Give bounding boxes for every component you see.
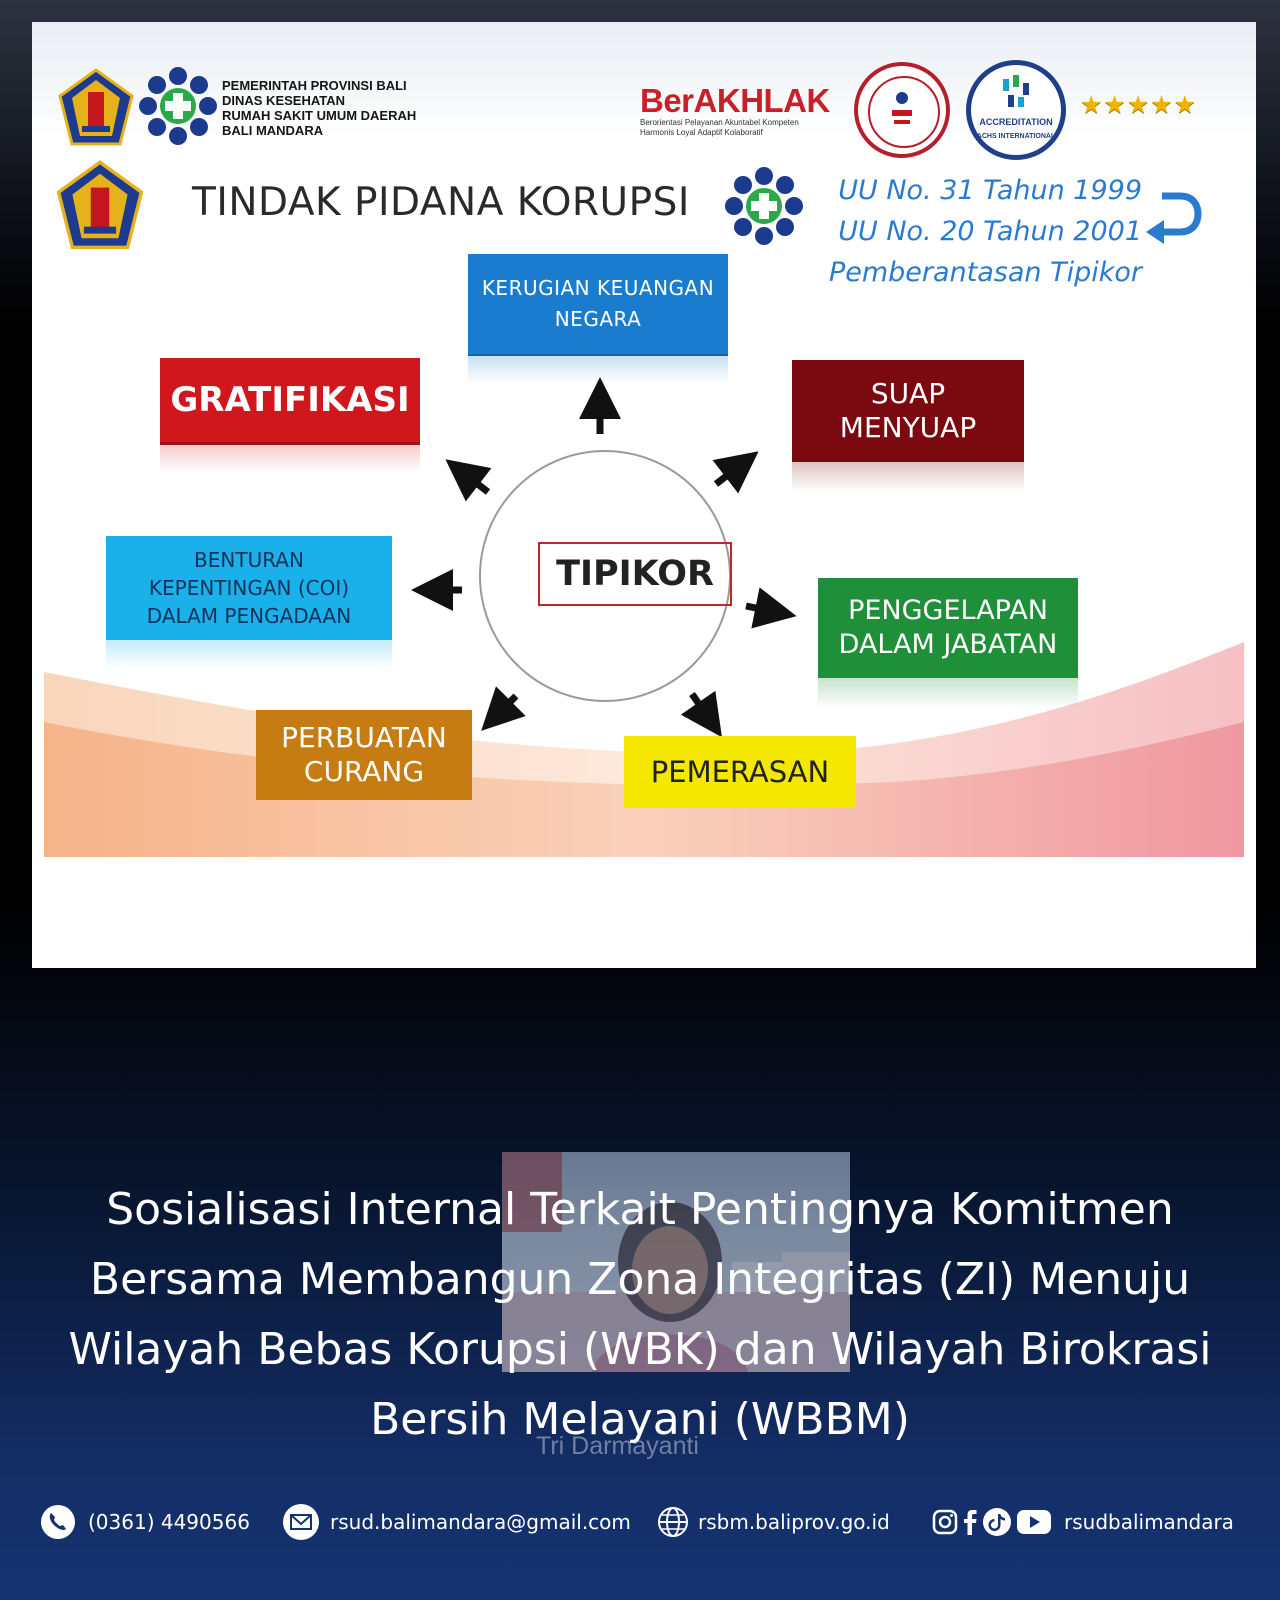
law-line-1: UU No. 31 Tahun 1999 bbox=[838, 175, 1142, 206]
email-address: rsud.balimandara@gmail.com bbox=[330, 1510, 631, 1534]
gov-line-4: BALI MANDARA bbox=[222, 123, 324, 138]
caption-text: Sosialisasi Internal Terkait Pentingnya … bbox=[68, 1184, 1212, 1445]
hospital-flower-logo-icon bbox=[139, 67, 217, 145]
website-url: rsbm.baliprov.go.id bbox=[698, 1510, 890, 1534]
instagram-icon[interactable] bbox=[932, 1509, 958, 1535]
presentation-slide: PEMERINTAH PROVINSI BALI DINAS KESEHATAN… bbox=[32, 22, 1256, 968]
suap-line-1: SUAP bbox=[870, 377, 946, 410]
achs-icon bbox=[1003, 75, 1029, 107]
radial-arrows bbox=[411, 377, 797, 738]
accreditation-sub: ACHS INTERNATIONAL bbox=[976, 133, 1056, 140]
hospital-flower-logo-icon bbox=[725, 167, 803, 245]
box-kerugian-keuangan-negara: KERUGIAN KEUANGAN NEGARA bbox=[468, 254, 728, 384]
arrow-up-right bbox=[712, 451, 759, 494]
law-line-2: UU No. 20 Tahun 2001 bbox=[838, 216, 1142, 247]
slide-title: TINDAK PIDANA KORUPSI bbox=[192, 180, 690, 225]
tiktok-icon[interactable] bbox=[982, 1507, 1012, 1537]
globe-icon bbox=[656, 1505, 690, 1539]
email-icon bbox=[282, 1503, 320, 1541]
arrow-down-right bbox=[680, 690, 722, 738]
gov-line-2: DINAS KESEHATAN bbox=[222, 93, 346, 108]
berakhlak-sub-2: Harmonis Loyal Adaptif Kolaboratif bbox=[640, 128, 763, 137]
zona-integritas-badge-icon bbox=[854, 62, 950, 158]
gov-line-1: PEMERINTAH PROVINSI BALI bbox=[222, 78, 407, 93]
youtube-icon[interactable] bbox=[1016, 1509, 1052, 1535]
berakhlak-sub-1: Berorientasi Pelayanan Akuntabel Kompete… bbox=[640, 118, 799, 127]
law-line-3: Pemberantasan Tipikor bbox=[828, 257, 1142, 288]
phone-icon bbox=[40, 1504, 76, 1540]
footer-social[interactable]: rsudbalimandara bbox=[932, 1502, 1234, 1542]
accreditation-badge: ACCREDITATION ACHS INTERNATIONAL bbox=[966, 60, 1066, 160]
accreditation-label: ACCREDITATION bbox=[979, 117, 1053, 127]
suap-line-2: MENYUAP bbox=[839, 411, 977, 444]
facebook-icon[interactable] bbox=[962, 1509, 978, 1535]
participant-name: Tri Darmayanti bbox=[536, 1432, 699, 1460]
pemerasan-label: PEMERASAN bbox=[650, 755, 830, 789]
perbuatan-line-1: PERBUATAN bbox=[281, 721, 447, 754]
center-circle bbox=[479, 450, 731, 702]
center-label-tipikor: TIPIKOR bbox=[538, 542, 732, 606]
box-benturan-kepentingan: BENTURAN KEPENTINGAN (COI) DALAM PENGADAAN bbox=[106, 536, 392, 670]
arrow-right bbox=[745, 587, 797, 629]
benturan-line-2: KEPENTINGAN (COI) bbox=[148, 576, 350, 600]
government-header-text: PEMERINTAH PROVINSI BALI DINAS KESEHATAN… bbox=[222, 78, 416, 138]
perbuatan-line-2: CURANG bbox=[303, 755, 425, 788]
participant-video-thumbnail[interactable] bbox=[502, 1152, 850, 1372]
law-references: UU No. 31 Tahun 1999 UU No. 20 Tahun 200… bbox=[822, 170, 1142, 293]
footer-email[interactable]: rsud.balimandara@gmail.com bbox=[282, 1502, 631, 1542]
arrow-up-left bbox=[445, 459, 492, 502]
bali-province-crest-icon bbox=[56, 160, 144, 250]
box-pemerasan: PEMERASAN bbox=[624, 736, 856, 808]
arrow-down-left bbox=[481, 686, 526, 731]
footer-website[interactable]: rsbm.baliprov.go.id bbox=[656, 1502, 890, 1542]
participant-video-frame bbox=[502, 1152, 850, 1372]
box-gratifikasi: GRATIFIKASI bbox=[160, 358, 420, 472]
footer-phone[interactable]: (0361) 4490566 bbox=[40, 1502, 250, 1542]
social-handle: rsudbalimandara bbox=[1064, 1510, 1234, 1534]
penggelapan-line-1: PENGGELAPAN bbox=[848, 595, 1048, 626]
berakhlak-title: BerAKHLAK bbox=[640, 82, 830, 119]
gov-line-3: RUMAH SAKIT UMUM DAERAH bbox=[222, 108, 417, 123]
phone-number: (0361) 4490566 bbox=[88, 1510, 250, 1534]
penggelapan-line-2: DALAM JABATAN bbox=[838, 629, 1058, 660]
benturan-line-3: DALAM PENGADAAN bbox=[146, 604, 352, 628]
return-arrow-icon bbox=[1146, 192, 1202, 244]
bali-province-crest-icon bbox=[58, 68, 134, 146]
kerugian-line-1: KERUGIAN KEUANGAN bbox=[481, 276, 715, 300]
berakhlak-logo: BerAKHLAK Berorientasi Pelayanan Akuntab… bbox=[640, 84, 830, 138]
gratifikasi-label: GRATIFIKASI bbox=[170, 380, 410, 420]
benturan-line-1: BENTURAN bbox=[194, 548, 304, 572]
footer-contact-bar: (0361) 4490566 rsud.balimandara@gmail.co… bbox=[0, 1502, 1280, 1542]
kerugian-line-2: NEGARA bbox=[554, 307, 642, 331]
rating-stars: ★★★★★ bbox=[1080, 90, 1198, 119]
